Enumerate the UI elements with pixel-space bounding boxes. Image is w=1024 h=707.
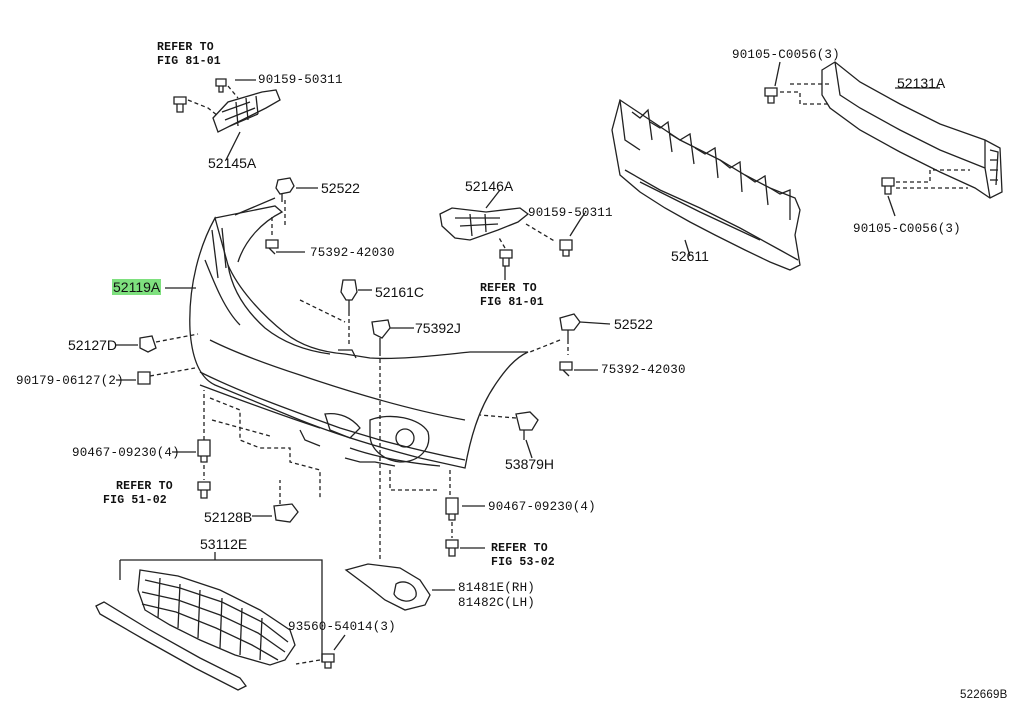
label-90159-mid: 90159-50311 xyxy=(528,206,613,220)
absorber-52611 xyxy=(611,98,801,271)
fog-cover-81481 xyxy=(344,563,431,611)
diagram-id: 522669B xyxy=(960,689,1008,701)
bolt-right-bottom xyxy=(445,539,459,557)
label-52161C: 52161C xyxy=(375,284,425,300)
screw-90159-top xyxy=(215,78,227,93)
label-53879H: 53879H xyxy=(505,456,555,472)
refer-fig-51-02-line1: REFER TO xyxy=(116,480,173,493)
clip-53879H xyxy=(515,411,539,440)
label-52145A: 52145A xyxy=(208,155,257,171)
label-52131A: 52131A xyxy=(897,75,946,91)
clip-75392J xyxy=(371,319,391,352)
label-52522-right: 52522 xyxy=(614,316,653,332)
screw-75392-top xyxy=(265,239,279,255)
screw-93560 xyxy=(321,653,335,669)
grille-53112E xyxy=(137,569,296,666)
label-81482C: 81482C(LH) xyxy=(458,596,536,610)
lower-molding xyxy=(95,601,247,691)
label-53112E: 53112E xyxy=(200,536,248,552)
refer-fig-51-02-line2: FIG 51-02 xyxy=(103,494,167,507)
label-75392J: 75392J xyxy=(415,320,461,336)
bumper-cover xyxy=(189,205,529,469)
label-90179: 90179-06127(2) xyxy=(16,374,124,388)
label-52611: 52611 xyxy=(671,248,709,264)
clip-52127D xyxy=(139,335,157,353)
refer-fig-81-01-top-line1: REFER TO xyxy=(157,41,214,54)
label-52128B: 52128B xyxy=(204,509,253,525)
clip-52522-right xyxy=(559,313,581,340)
refer-fig-53-02-line1: REFER TO xyxy=(491,542,548,555)
label-93560: 93560-54014(3) xyxy=(288,620,396,634)
bolt-left-bottom xyxy=(197,481,211,499)
label-52119A-text: 52119A xyxy=(112,279,162,295)
bolt-90105-top xyxy=(764,87,778,104)
clip-52128B xyxy=(273,503,299,523)
clip-52522-top xyxy=(275,177,295,202)
clip-52161C xyxy=(340,279,358,312)
label-75392-top: 75392-42030 xyxy=(310,246,395,260)
label-90467-right: 90467-09230(4) xyxy=(488,500,596,514)
label-75392-right: 75392-42030 xyxy=(601,363,686,377)
screw-90159-mid xyxy=(559,239,573,257)
reinforcement-52131A xyxy=(821,61,1003,199)
label-81481E: 81481E(RH) xyxy=(458,581,536,595)
clip-90467-left xyxy=(197,439,211,463)
bracket-52145A xyxy=(212,89,281,133)
bolt-mid xyxy=(499,249,513,267)
clip-90467-right xyxy=(445,497,459,521)
label-52127D: 52127D xyxy=(68,337,118,353)
label-90159-top: 90159-50311 xyxy=(258,73,343,87)
label-90105-bottom: 90105-C0056(3) xyxy=(853,222,961,236)
label-90467-left: 90467-09230(4) xyxy=(72,446,180,460)
screw-75392-right xyxy=(559,361,573,377)
refer-fig-81-01-top-line2: FIG 81-01 xyxy=(157,55,221,68)
label-52119A: 52119A xyxy=(112,279,162,295)
refer-fig-81-01-mid-line1: REFER TO xyxy=(480,282,537,295)
label-52146A: 52146A xyxy=(465,178,514,194)
bracket-52146A xyxy=(439,207,530,241)
refer-fig-53-02-line2: FIG 53-02 xyxy=(491,556,555,569)
label-52522-top: 52522 xyxy=(321,180,360,196)
label-90105-top: 90105-C0056(3) xyxy=(732,48,840,62)
clip-90179 xyxy=(137,371,151,385)
bolt-top-left xyxy=(173,96,187,113)
bolt-90105-bottom xyxy=(881,177,895,195)
refer-fig-81-01-mid-line2: FIG 81-01 xyxy=(480,296,544,309)
